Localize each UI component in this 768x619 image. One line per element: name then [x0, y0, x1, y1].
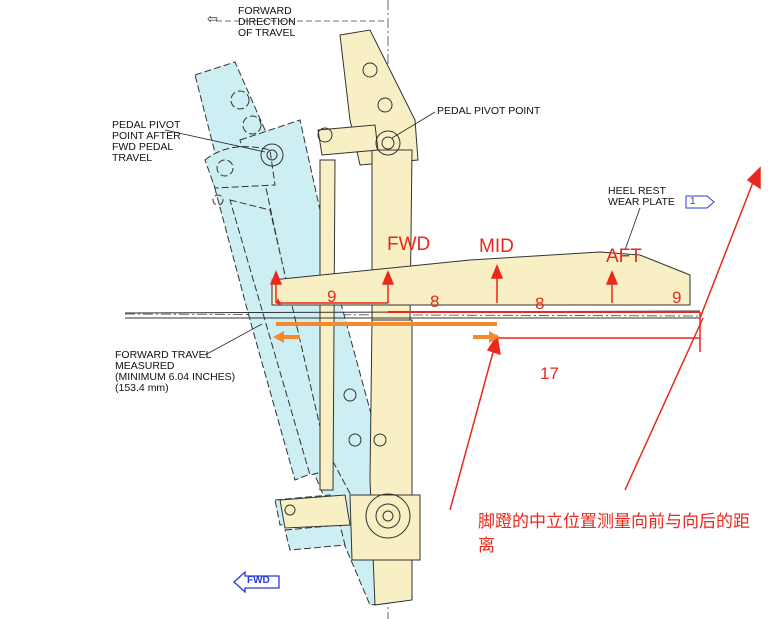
pedal-pivot-point-label: PEDAL PIVOT POINT — [437, 105, 541, 117]
mid-annotation: MID — [479, 236, 514, 257]
left-arrow-icon: ⇦ — [207, 12, 218, 27]
dimension-8-a: 8 — [430, 292, 440, 311]
reference-flag-icon: 1 — [685, 195, 715, 209]
forward-travel-bar — [273, 322, 500, 343]
reference-flag-number: 1 — [690, 196, 696, 207]
fwd-annotation: FWD — [387, 234, 431, 255]
fwd-arrow-icon: FWD — [233, 570, 281, 594]
dimension-9-left: 9 — [327, 287, 337, 306]
fwd-tag-text: FWD — [247, 575, 270, 586]
dimension-17: 17 — [540, 364, 559, 383]
dimension-8-b: 8 — [535, 294, 545, 313]
dimension-9-right: 9 — [672, 288, 682, 307]
red-annotations — [269, 166, 761, 511]
forward-direction-label: FORWARD DIRECTION OF TRAVEL — [238, 5, 296, 39]
pedal-pivot-after-label: PEDAL PIVOT POINT AFTER FWD PEDAL TRAVEL — [112, 119, 181, 164]
chinese-note: 脚蹬的中立位置测量向前与向后的距离 — [478, 512, 750, 555]
aft-annotation: AFT — [606, 246, 642, 267]
forward-travel-label: FORWARD TRAVEL MEASURED (MINIMUM 6.04 IN… — [115, 349, 236, 394]
heel-rest-label: HEEL REST WEAR PLATE — [608, 185, 675, 208]
